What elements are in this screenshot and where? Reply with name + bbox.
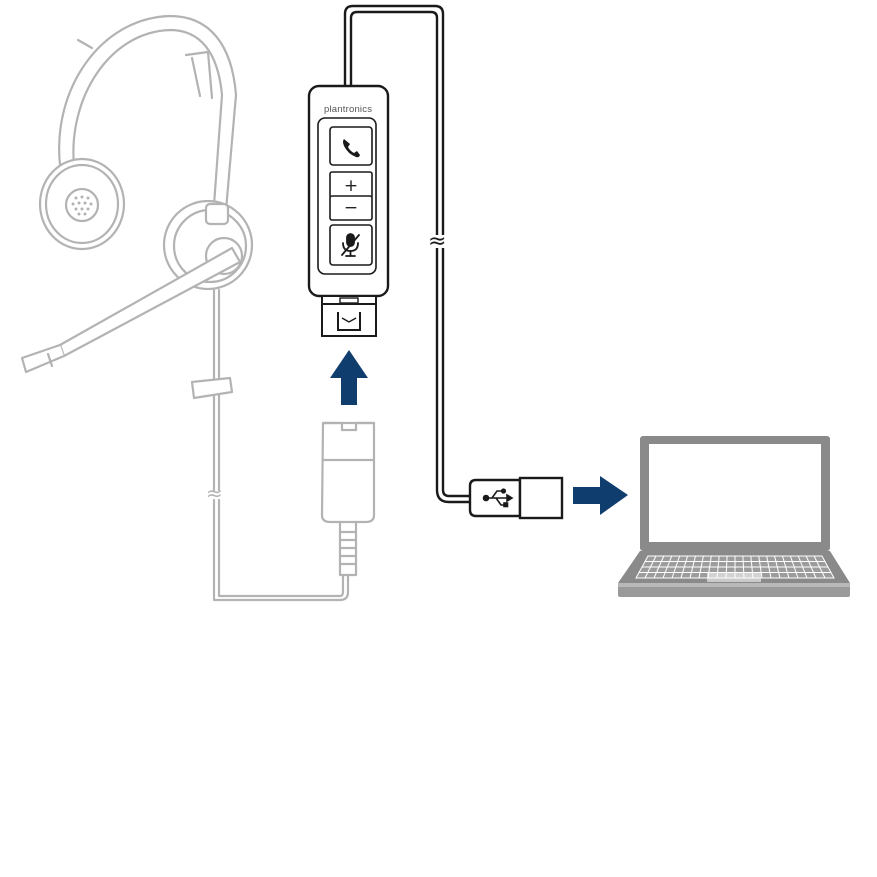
laptop-keyboard bbox=[635, 555, 835, 579]
headset-cable-break: ≈ bbox=[206, 481, 223, 505]
mic-mute-icon bbox=[341, 233, 360, 257]
minus-icon: − bbox=[344, 198, 358, 218]
keyboard-column-line bbox=[805, 555, 817, 579]
keyboard-column-line bbox=[644, 555, 657, 579]
keyboard-column-line bbox=[781, 555, 790, 579]
headband bbox=[58, 14, 238, 212]
keyboard-column-line bbox=[758, 555, 763, 579]
keyboard-column-line bbox=[689, 555, 696, 579]
mute-button[interactable] bbox=[329, 224, 373, 266]
cable-clip bbox=[190, 376, 234, 400]
qd-port bbox=[321, 295, 377, 337]
microphone-boom bbox=[20, 246, 242, 374]
keyboard-column-line bbox=[813, 555, 826, 579]
connect-up-arrow bbox=[330, 350, 368, 405]
brand-logo: plantronics bbox=[324, 104, 372, 115]
keyboard-column-line bbox=[789, 555, 799, 579]
phone-icon bbox=[343, 139, 360, 158]
connect-right-arrow bbox=[573, 476, 628, 515]
volume-down-button[interactable]: − bbox=[329, 195, 373, 221]
headset bbox=[20, 14, 376, 602]
keyboard-column-line bbox=[774, 555, 781, 579]
usb-icon bbox=[482, 488, 514, 508]
laptop bbox=[618, 436, 850, 597]
headband-inner bbox=[72, 28, 224, 207]
keyboard-column-line bbox=[766, 555, 772, 579]
keyboard-column-line bbox=[671, 555, 681, 579]
keyboard-column-line bbox=[653, 555, 665, 579]
qd-connector bbox=[320, 421, 376, 577]
controller-cable-break: ≈ bbox=[428, 229, 446, 254]
call-button[interactable] bbox=[329, 126, 373, 166]
usb-plug bbox=[468, 476, 564, 520]
left-ear-cushion bbox=[38, 157, 126, 251]
keyboard-column-line bbox=[662, 555, 673, 579]
plus-icon: + bbox=[344, 176, 358, 196]
keyboard-column-line bbox=[680, 555, 689, 579]
usb-controller: plantronics + − bbox=[307, 4, 476, 504]
keyboard-column-line bbox=[797, 555, 808, 579]
keyboard-column-line bbox=[698, 555, 704, 579]
volume-up-button[interactable]: + bbox=[329, 171, 373, 199]
